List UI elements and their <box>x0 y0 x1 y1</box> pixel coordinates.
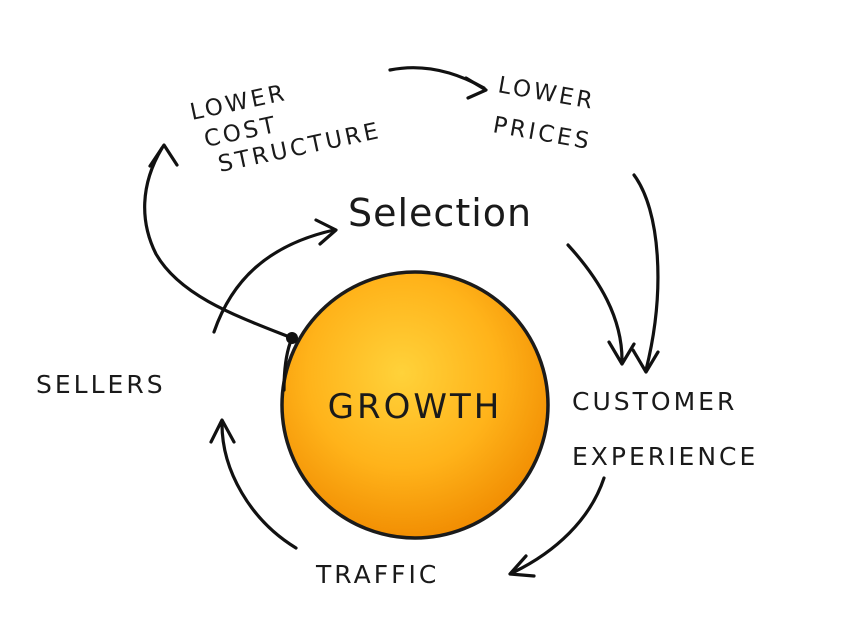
arrow-growth-to-cost <box>143 146 294 340</box>
arrow-sellers-to-selection <box>212 228 336 334</box>
arrow-selection-to-customer <box>566 243 624 362</box>
arrowhead-traffic-to-sellers <box>209 418 236 444</box>
arrowhead-prices-to-customer <box>631 348 660 374</box>
arrow-prices-to-customer <box>632 173 660 372</box>
customer-line2: EXPERIENCE <box>572 442 758 471</box>
traffic-label: TRAFFIC <box>315 560 439 589</box>
arrowhead-customer-to-traffic <box>508 554 536 578</box>
arrowhead-sellers-to-selection <box>314 218 338 246</box>
selection-label: Selection <box>348 191 532 235</box>
growth-label: GROWTH <box>328 387 503 427</box>
connector-dot <box>286 332 298 344</box>
arrow-traffic-to-sellers <box>220 422 298 550</box>
arrow-cost-to-prices <box>388 66 486 90</box>
growth-circle <box>280 270 550 540</box>
arrowhead-cost-to-prices <box>464 76 488 100</box>
lower-prices-line2: PRICES <box>491 112 594 155</box>
lower-prices-line1: LOWER <box>496 72 597 115</box>
arrow-customer-to-traffic <box>512 476 606 574</box>
arrowhead-growth-to-cost <box>148 143 179 168</box>
sellers-label: SELLERS <box>36 370 166 399</box>
arrowhead-selection-to-customer <box>607 340 636 366</box>
customer-line1: CUSTOMER <box>572 387 737 416</box>
